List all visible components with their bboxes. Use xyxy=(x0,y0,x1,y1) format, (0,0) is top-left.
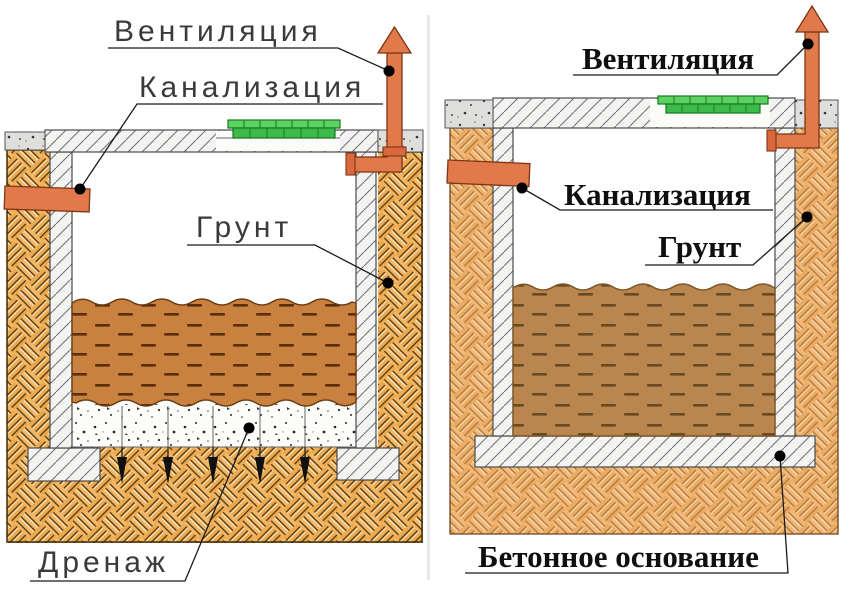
label-soil-right: Грунт xyxy=(658,229,742,264)
ventilation-dot xyxy=(383,65,395,77)
right-panel-drawing xyxy=(444,4,839,574)
vent-pipe xyxy=(766,4,830,152)
label-soil-left: Грунт xyxy=(196,211,293,244)
drainage-leader xyxy=(30,427,250,582)
wall-right xyxy=(774,127,796,437)
label-ventilation-right: Вентиляция xyxy=(582,41,755,76)
concrete-base-leader xyxy=(465,455,789,574)
panel-divider xyxy=(427,15,430,580)
slab-bearing-pad-left xyxy=(4,131,46,151)
manhole-cover xyxy=(657,95,769,114)
wall-right xyxy=(355,151,377,449)
sewerage-leader xyxy=(79,103,383,190)
sewerage-dot xyxy=(516,182,528,194)
vent-coupling xyxy=(345,152,356,176)
sewer-pipe xyxy=(446,159,531,188)
soil-leader xyxy=(645,216,808,266)
gravel-joint-lines xyxy=(121,406,306,447)
drainage-gravel-layer xyxy=(72,404,356,447)
drainage-dot xyxy=(243,422,255,434)
seepage-arrows xyxy=(117,447,310,484)
ventilation-leader xyxy=(108,47,390,72)
label-ventilation-left: Вентиляция xyxy=(114,15,322,48)
soil-leader xyxy=(187,244,389,284)
vent-sleeve xyxy=(382,146,407,157)
label-drainage-left: Дренаж xyxy=(38,546,170,579)
footing-right xyxy=(336,447,400,481)
vent-arrow-cap xyxy=(794,4,830,33)
soil-dot xyxy=(382,277,394,289)
sewage-liquid xyxy=(71,298,357,407)
footing-left xyxy=(27,447,101,482)
vent-arrow-cap xyxy=(376,25,413,54)
ventilation-leader xyxy=(573,43,809,76)
soil-dot xyxy=(801,211,813,223)
sewer-pipe xyxy=(3,185,91,213)
label-concrete-base: Бетонное основание xyxy=(478,539,759,574)
ventilation-dot xyxy=(802,38,814,50)
sewerage-leader xyxy=(521,187,773,211)
slab-bearing-pad-left xyxy=(444,99,494,129)
soil-bottom xyxy=(450,467,838,534)
label-sewerage-left: Канализация xyxy=(139,71,366,104)
sewage-liquid xyxy=(512,283,776,437)
label-sewerage-right: Канализация xyxy=(564,177,751,212)
sewerage-dot xyxy=(74,183,86,195)
concrete-base-dot xyxy=(774,450,786,462)
vent-coupling xyxy=(766,129,777,152)
concrete-base-slab xyxy=(474,435,816,468)
manhole-cover xyxy=(227,119,341,139)
vent-pipe xyxy=(345,25,413,176)
left-panel-drawing xyxy=(3,25,424,582)
